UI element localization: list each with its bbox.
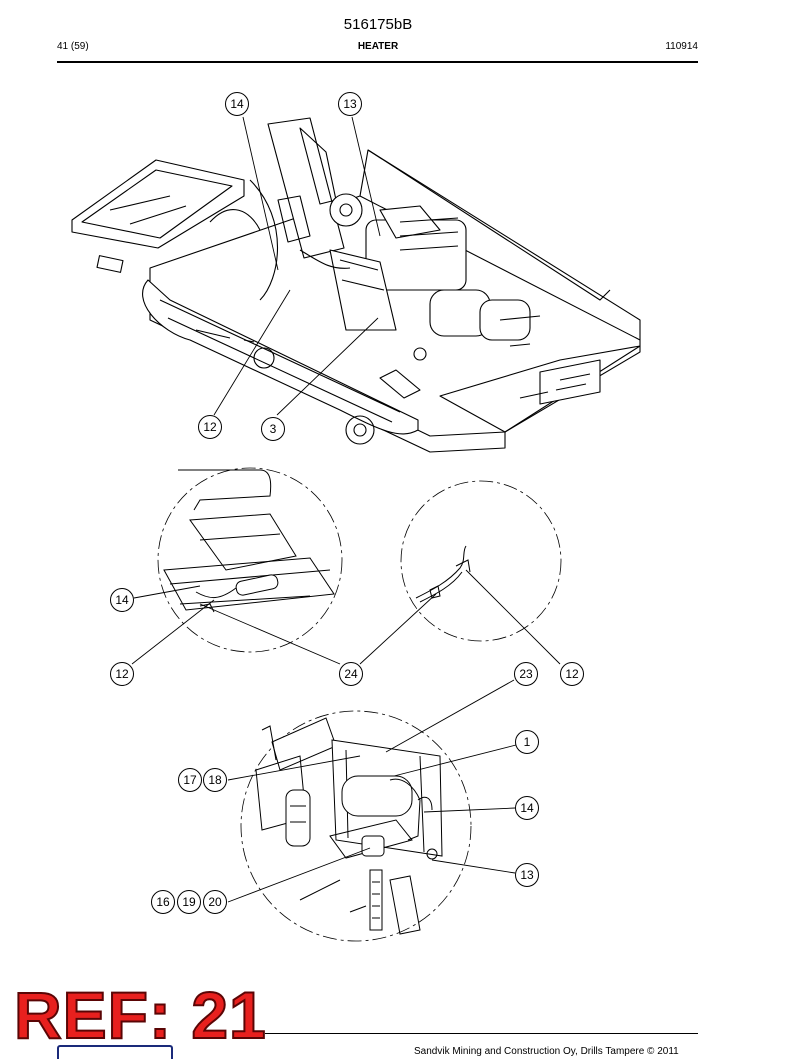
callout-label: 24 bbox=[344, 667, 358, 681]
callout-label: 12 bbox=[565, 667, 579, 681]
company-logo bbox=[57, 1045, 173, 1059]
callout-label: 13 bbox=[520, 868, 534, 882]
callout-14-detail: 14 bbox=[110, 588, 134, 612]
callout-1-detail: 1 bbox=[515, 730, 539, 754]
callout-12-main: 12 bbox=[198, 415, 222, 439]
footer-copyright: Sandvik Mining and Construction Oy, Dril… bbox=[414, 1046, 679, 1057]
callout-13-main: 13 bbox=[338, 92, 362, 116]
callout-label: 16 bbox=[156, 895, 170, 909]
callout-23-detail: 23 bbox=[514, 662, 538, 686]
callout-label: 23 bbox=[519, 667, 533, 681]
callout-label: 14 bbox=[115, 593, 129, 607]
callout-label: 3 bbox=[270, 422, 277, 436]
document-number: 516175bB bbox=[343, 16, 413, 33]
callout-17-detail: 17 bbox=[178, 768, 202, 792]
callout-label: 18 bbox=[208, 773, 222, 787]
detail-view-heater bbox=[240, 710, 472, 942]
detail-leaders bbox=[131, 569, 561, 665]
callout-label: 12 bbox=[115, 667, 129, 681]
callout-12-detail-right: 12 bbox=[560, 662, 584, 686]
callout-label: 17 bbox=[183, 773, 197, 787]
page-title: HEATER bbox=[357, 41, 399, 52]
main-leaders bbox=[213, 116, 381, 416]
footer-rule bbox=[265, 1033, 698, 1034]
callout-label: 14 bbox=[520, 801, 534, 815]
callout-label: 20 bbox=[208, 895, 222, 909]
callout-14-main: 14 bbox=[225, 92, 249, 116]
heater-leaders bbox=[227, 679, 517, 903]
callout-12-detail-left: 12 bbox=[110, 662, 134, 686]
callout-label: 12 bbox=[203, 420, 217, 434]
callout-13-heater: 13 bbox=[515, 863, 539, 887]
date-code: 110914 bbox=[665, 41, 698, 52]
detail-view-left bbox=[157, 467, 343, 653]
callout-3-main: 3 bbox=[261, 417, 285, 441]
callout-24-detail: 24 bbox=[339, 662, 363, 686]
callout-20-detail: 20 bbox=[203, 890, 227, 914]
reference-stamp: REF: 21 bbox=[13, 978, 267, 1052]
callout-16-detail: 16 bbox=[151, 890, 175, 914]
callout-label: 1 bbox=[524, 735, 531, 749]
callout-18-detail: 18 bbox=[203, 768, 227, 792]
callout-label: 13 bbox=[343, 97, 357, 111]
callout-label: 14 bbox=[230, 97, 244, 111]
main-machine-view bbox=[71, 117, 641, 453]
callout-label: 19 bbox=[182, 895, 196, 909]
callout-19-detail: 19 bbox=[177, 890, 201, 914]
callout-14-heater: 14 bbox=[515, 796, 539, 820]
detail-view-right bbox=[400, 480, 562, 642]
header-rule bbox=[57, 61, 698, 63]
page-number: 41 (59) bbox=[57, 41, 89, 52]
